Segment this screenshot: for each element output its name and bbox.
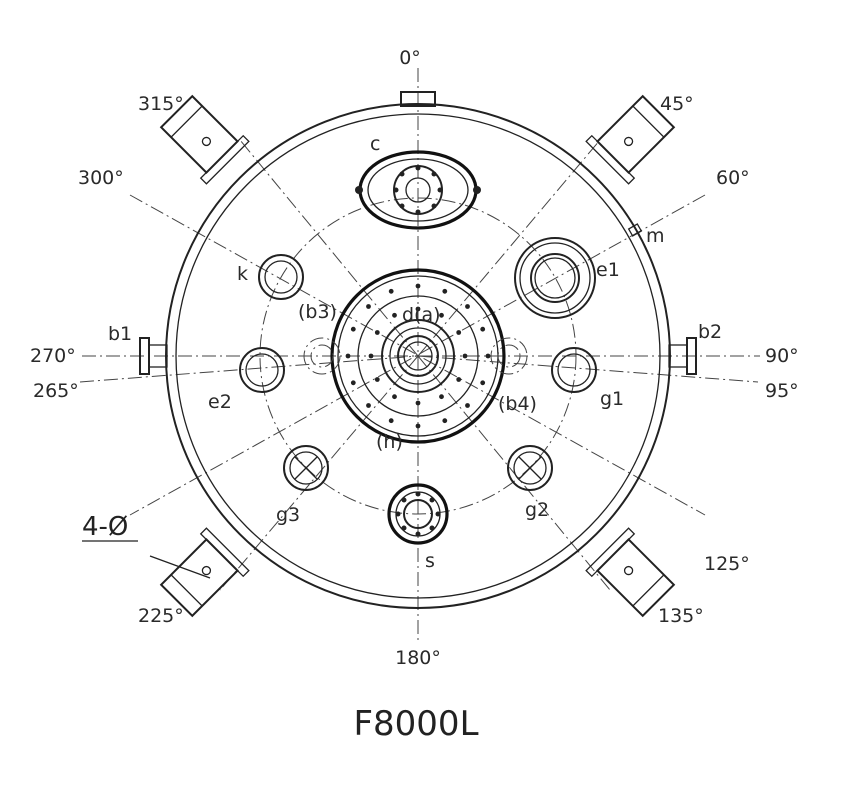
centerline-95 bbox=[417, 355, 759, 383]
port-label-g3: g3 bbox=[276, 504, 300, 526]
bolt-hole bbox=[439, 312, 444, 318]
bolt-hole bbox=[456, 330, 462, 335]
centerline-265 bbox=[79, 355, 419, 383]
port-label-g1: g1 bbox=[600, 388, 624, 410]
angle-label-125: 125° bbox=[704, 553, 750, 575]
leader-lines bbox=[82, 540, 211, 579]
bolt-hole bbox=[374, 330, 380, 335]
support-lug-135 bbox=[585, 527, 676, 618]
port-label-b3: (b3) bbox=[298, 301, 337, 323]
bolt-hole bbox=[415, 423, 421, 429]
port-c bbox=[355, 150, 481, 230]
port-label-k: k bbox=[237, 263, 248, 285]
port-label-b1: b1 bbox=[108, 323, 132, 345]
bolt-hole bbox=[374, 377, 380, 382]
angle-label-135: 135° bbox=[658, 605, 704, 627]
support-lug-315 bbox=[159, 94, 250, 185]
nozzle-b2 bbox=[668, 337, 697, 375]
support-lug-45 bbox=[585, 94, 676, 185]
nozzle-b1 bbox=[139, 337, 168, 375]
port-b4 bbox=[490, 337, 528, 375]
bolt-hole bbox=[442, 418, 448, 424]
centerline-315 bbox=[239, 139, 419, 357]
leg-holes-label: 4-Ø bbox=[82, 512, 128, 542]
port-label-m: m bbox=[646, 225, 665, 247]
bolt-hole bbox=[465, 403, 470, 408]
bolt-hole bbox=[480, 326, 486, 332]
port-label-c: c bbox=[370, 133, 380, 155]
port-e1 bbox=[514, 237, 596, 319]
centerline-225 bbox=[219, 355, 419, 591]
port-label-b2: b2 bbox=[698, 321, 722, 343]
bolt-hole bbox=[462, 353, 468, 359]
angle-label-95: 95° bbox=[765, 380, 799, 402]
port-label-h: (h) bbox=[376, 431, 403, 453]
bolt-hole bbox=[415, 283, 421, 289]
port-da bbox=[330, 268, 506, 444]
bolt-hole bbox=[350, 326, 356, 332]
centerline-300-120 bbox=[129, 194, 706, 516]
bolt-hole bbox=[368, 353, 374, 359]
angle-label-225: 225° bbox=[138, 605, 184, 627]
port-e2 bbox=[239, 347, 285, 393]
bolt-hole bbox=[350, 380, 356, 386]
port-label-da: d(a) bbox=[402, 304, 441, 326]
port-da-bolts bbox=[345, 283, 491, 429]
port-g3 bbox=[283, 445, 329, 491]
angle-label-0: 0° bbox=[399, 47, 421, 69]
bolt-hole bbox=[442, 288, 448, 294]
vessel-shell-inner bbox=[175, 113, 661, 599]
bolt-hole bbox=[366, 304, 371, 309]
port-label-g2: g2 bbox=[525, 499, 549, 521]
bolt-hole bbox=[388, 418, 394, 424]
centerlines bbox=[79, 68, 760, 640]
port-m bbox=[627, 223, 643, 237]
angle-label-300: 300° bbox=[78, 167, 124, 189]
angle-label-270: 270° bbox=[30, 345, 76, 367]
centerline-45 bbox=[417, 139, 601, 357]
bolt-hole bbox=[366, 403, 371, 408]
bolt-hole bbox=[345, 353, 351, 359]
bolt-hole bbox=[392, 394, 397, 400]
top-nozzle bbox=[400, 91, 436, 107]
support-lug-225 bbox=[159, 527, 250, 618]
bolt-hole bbox=[485, 353, 491, 359]
bolt-hole bbox=[480, 380, 486, 386]
angle-label-180: 180° bbox=[395, 647, 441, 669]
bolt-hole bbox=[388, 288, 394, 294]
port-label-e2: e2 bbox=[208, 391, 232, 413]
angle-label-60: 60° bbox=[716, 167, 750, 189]
bolt-hole bbox=[415, 400, 421, 406]
port-s bbox=[387, 483, 449, 545]
angle-label-90: 90° bbox=[765, 345, 799, 367]
port-label-e1: e1 bbox=[596, 259, 620, 281]
bolt-hole bbox=[456, 377, 462, 382]
bolt-hole bbox=[392, 312, 397, 318]
bolt-hole bbox=[439, 394, 444, 400]
centerline-60-240 bbox=[129, 194, 706, 516]
port-k bbox=[258, 254, 304, 300]
port-b3 bbox=[303, 337, 341, 375]
angle-label-315: 315° bbox=[138, 93, 184, 115]
port-label-s: s bbox=[425, 550, 435, 572]
port-label-b4: (b4) bbox=[498, 393, 537, 415]
bolt-hole bbox=[415, 306, 421, 312]
diagram-title: F8000L bbox=[353, 704, 478, 744]
angle-label-265: 265° bbox=[33, 380, 79, 402]
bolt-hole bbox=[465, 304, 470, 309]
vessel-shell-outer bbox=[165, 103, 671, 609]
port-g1 bbox=[551, 347, 597, 393]
port-g2 bbox=[507, 445, 553, 491]
bolt-circle bbox=[259, 197, 577, 515]
angle-label-45: 45° bbox=[660, 93, 694, 115]
